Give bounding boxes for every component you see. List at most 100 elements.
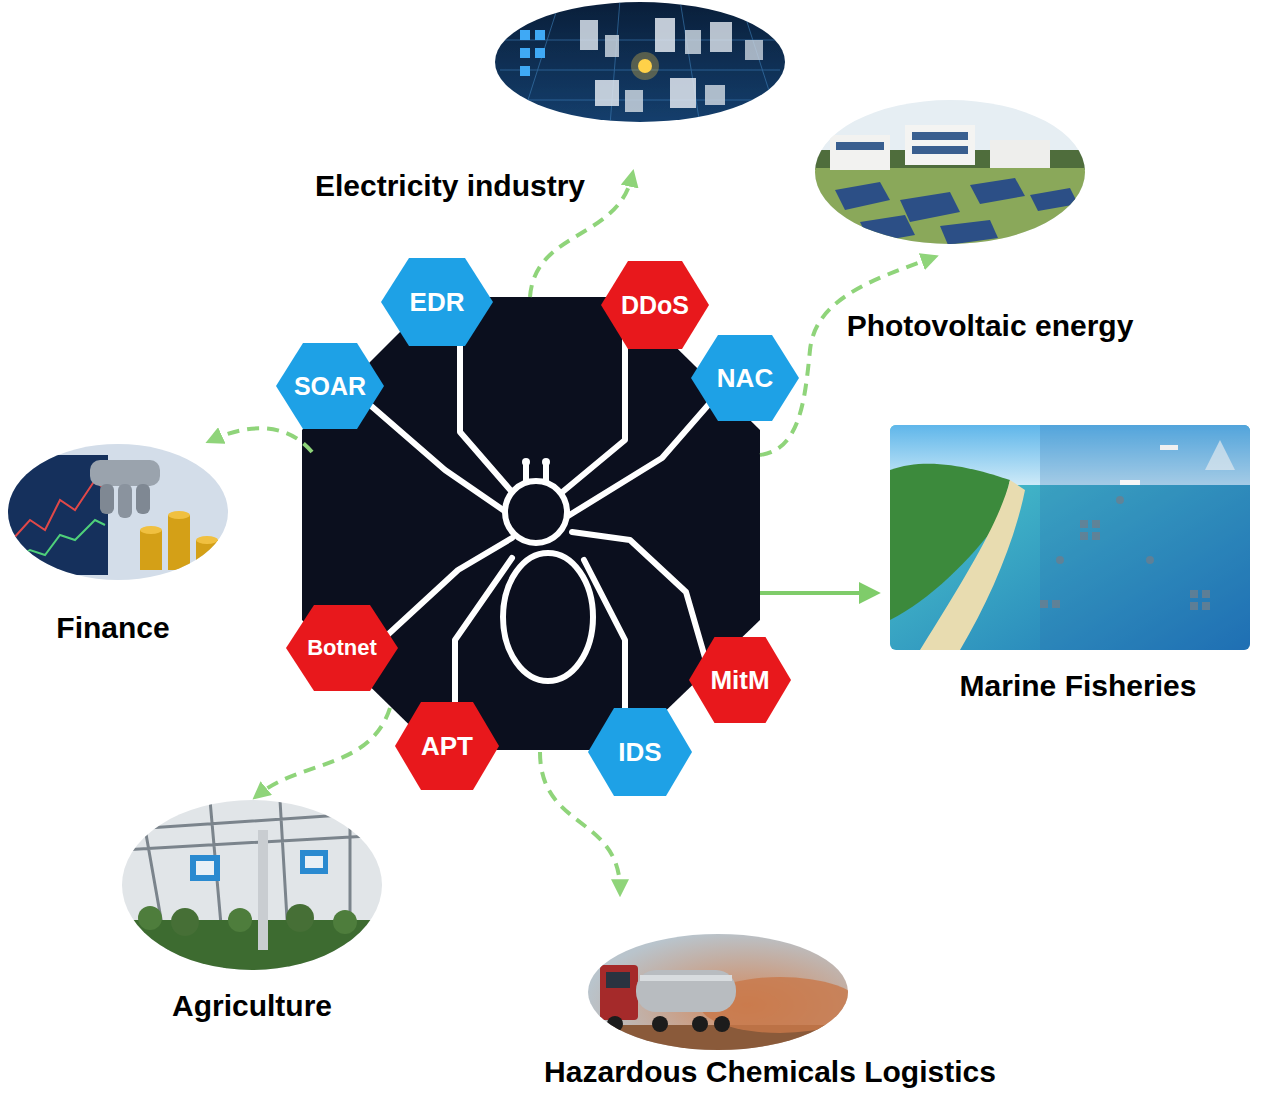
agriculture-picture-part bbox=[258, 830, 268, 950]
field-label: Finance bbox=[54, 611, 171, 646]
marine-picture-part-part bbox=[1190, 590, 1198, 598]
finance-picture-part bbox=[118, 484, 132, 518]
dashed-arrows-part bbox=[258, 708, 390, 795]
finance-picture bbox=[5, 440, 235, 585]
hexagon-fill bbox=[395, 702, 499, 790]
marine-picture-part-part bbox=[1080, 532, 1088, 540]
truck-picture-part bbox=[652, 1016, 668, 1032]
node-text: Agriculture bbox=[172, 989, 332, 1024]
hexagon-fill bbox=[286, 605, 398, 691]
hexagon-label: NAC bbox=[691, 335, 799, 421]
spider-emblem-part bbox=[522, 458, 530, 466]
hexagon-label: APT bbox=[395, 702, 499, 790]
marine-picture-part-part bbox=[1202, 590, 1210, 598]
spider-emblem-part-part bbox=[543, 464, 549, 481]
hexagon-label: SOAR bbox=[276, 343, 384, 429]
marine-picture-part-part bbox=[1116, 496, 1124, 504]
node-text: Finance bbox=[56, 611, 169, 646]
city-picture-part bbox=[710, 22, 732, 52]
marine-picture bbox=[890, 425, 1250, 650]
finance-picture-part bbox=[12, 520, 105, 560]
finance-picture-part bbox=[12, 480, 105, 540]
city-picture-part bbox=[580, 20, 598, 50]
node-text: Hazardous Chemicals Logistics bbox=[544, 1055, 996, 1090]
city-picture-part bbox=[500, 0, 780, 125]
field-label: Hazardous Chemicals Logistics bbox=[542, 1055, 998, 1090]
city-picture-part bbox=[490, 0, 790, 125]
node-text: IDS bbox=[618, 737, 661, 768]
node-text: EDR bbox=[410, 287, 465, 318]
city-picture-part bbox=[685, 30, 701, 54]
marine-picture-part-part bbox=[1190, 602, 1198, 610]
field-label: Photovoltaic energy bbox=[845, 309, 1136, 344]
solar-picture-part bbox=[990, 140, 1050, 168]
agriculture-picture-part bbox=[138, 906, 162, 930]
spider-emblem-part-part bbox=[362, 398, 506, 512]
city-picture-part bbox=[605, 35, 619, 57]
truck-picture-part bbox=[692, 1016, 708, 1032]
application-field: Finance bbox=[8, 444, 228, 645]
marine-picture-part bbox=[1040, 425, 1250, 650]
hexagon-label: MitM bbox=[689, 637, 791, 723]
marine-picture-part bbox=[1040, 496, 1210, 610]
node-text: Photovoltaic energy bbox=[847, 309, 1134, 344]
solar-picture-part bbox=[940, 220, 998, 245]
solar-picture-part bbox=[905, 125, 975, 165]
hexagon-label: Botnet bbox=[286, 605, 398, 691]
application-field: Photovoltaic energy bbox=[815, 100, 1135, 343]
agriculture-picture-part bbox=[196, 861, 214, 875]
spider-emblem-part bbox=[362, 330, 716, 715]
marine-picture-part-part bbox=[1092, 532, 1100, 540]
solar-picture-part bbox=[836, 142, 884, 150]
spider-emblem-part-part bbox=[560, 330, 625, 494]
agriculture-picture bbox=[120, 798, 385, 975]
agriculture-picture-part bbox=[333, 910, 357, 934]
city-picture-part bbox=[631, 52, 659, 80]
hexagon-fill bbox=[588, 708, 692, 796]
truck-picture-part bbox=[640, 975, 732, 981]
node-text: DDoS bbox=[621, 291, 689, 320]
application-field: Hazardous Chemicals Logistics bbox=[542, 934, 998, 1089]
spider-emblem-part-part bbox=[503, 553, 593, 681]
threat-hexagon: MitM bbox=[689, 637, 791, 723]
node-text: Botnet bbox=[307, 635, 377, 661]
finance-picture-part bbox=[5, 440, 235, 585]
city-picture-part bbox=[535, 48, 545, 58]
agriculture-picture-part bbox=[286, 904, 314, 932]
application-field: Marine Fisheries bbox=[890, 425, 1250, 703]
finance-picture-part bbox=[136, 484, 150, 514]
dashed-arrows bbox=[212, 176, 932, 890]
node-text: Electricity industry bbox=[315, 169, 585, 204]
hexagon-fill bbox=[691, 335, 799, 421]
node-text: MitM bbox=[710, 665, 769, 696]
field-label: Agriculture bbox=[170, 989, 334, 1024]
solar-picture-part bbox=[912, 132, 968, 140]
city-picture-part bbox=[745, 40, 763, 60]
city-picture-part bbox=[625, 90, 643, 112]
solar-picture-part bbox=[835, 182, 890, 210]
marine-picture-part bbox=[1120, 480, 1140, 485]
solar-picture bbox=[810, 95, 1090, 258]
node-text: Marine Fisheries bbox=[960, 669, 1197, 704]
agriculture-picture-part bbox=[171, 908, 199, 936]
solar-picture-part bbox=[900, 192, 960, 222]
hexagon-fill bbox=[276, 343, 384, 429]
finance-picture-part bbox=[90, 460, 160, 486]
hexagon-label: EDR bbox=[381, 258, 493, 346]
city-picture-part bbox=[705, 85, 725, 105]
solid-arrow bbox=[760, 591, 872, 595]
node-text: APT bbox=[421, 731, 473, 762]
dashed-arrows-part bbox=[212, 428, 312, 452]
finance-picture-part bbox=[140, 526, 162, 534]
agriculture-picture-part bbox=[300, 850, 328, 874]
solar-picture-part bbox=[912, 146, 968, 154]
city-picture-part bbox=[670, 78, 696, 108]
city-picture-part bbox=[535, 30, 545, 40]
truck-picture bbox=[585, 930, 860, 1055]
city-picture-part bbox=[655, 18, 675, 52]
marine-picture-part bbox=[890, 425, 1250, 650]
node-text: NAC bbox=[717, 363, 773, 394]
city-picture-part bbox=[520, 30, 530, 40]
